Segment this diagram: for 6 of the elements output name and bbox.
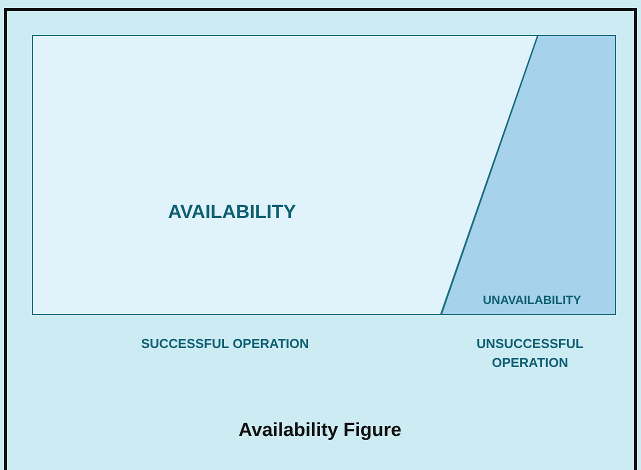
region-shape [441,35,616,315]
figure-caption: Availability Figure [238,419,402,443]
region-label: UNAVAILABILITY [482,292,582,309]
outcome-label: SUCCESSFUL OPERATION [140,335,310,353]
region-label: AVAILABILITY [166,201,298,225]
outcome-label: UNSUCCESSFUL OPERATION [476,335,584,372]
